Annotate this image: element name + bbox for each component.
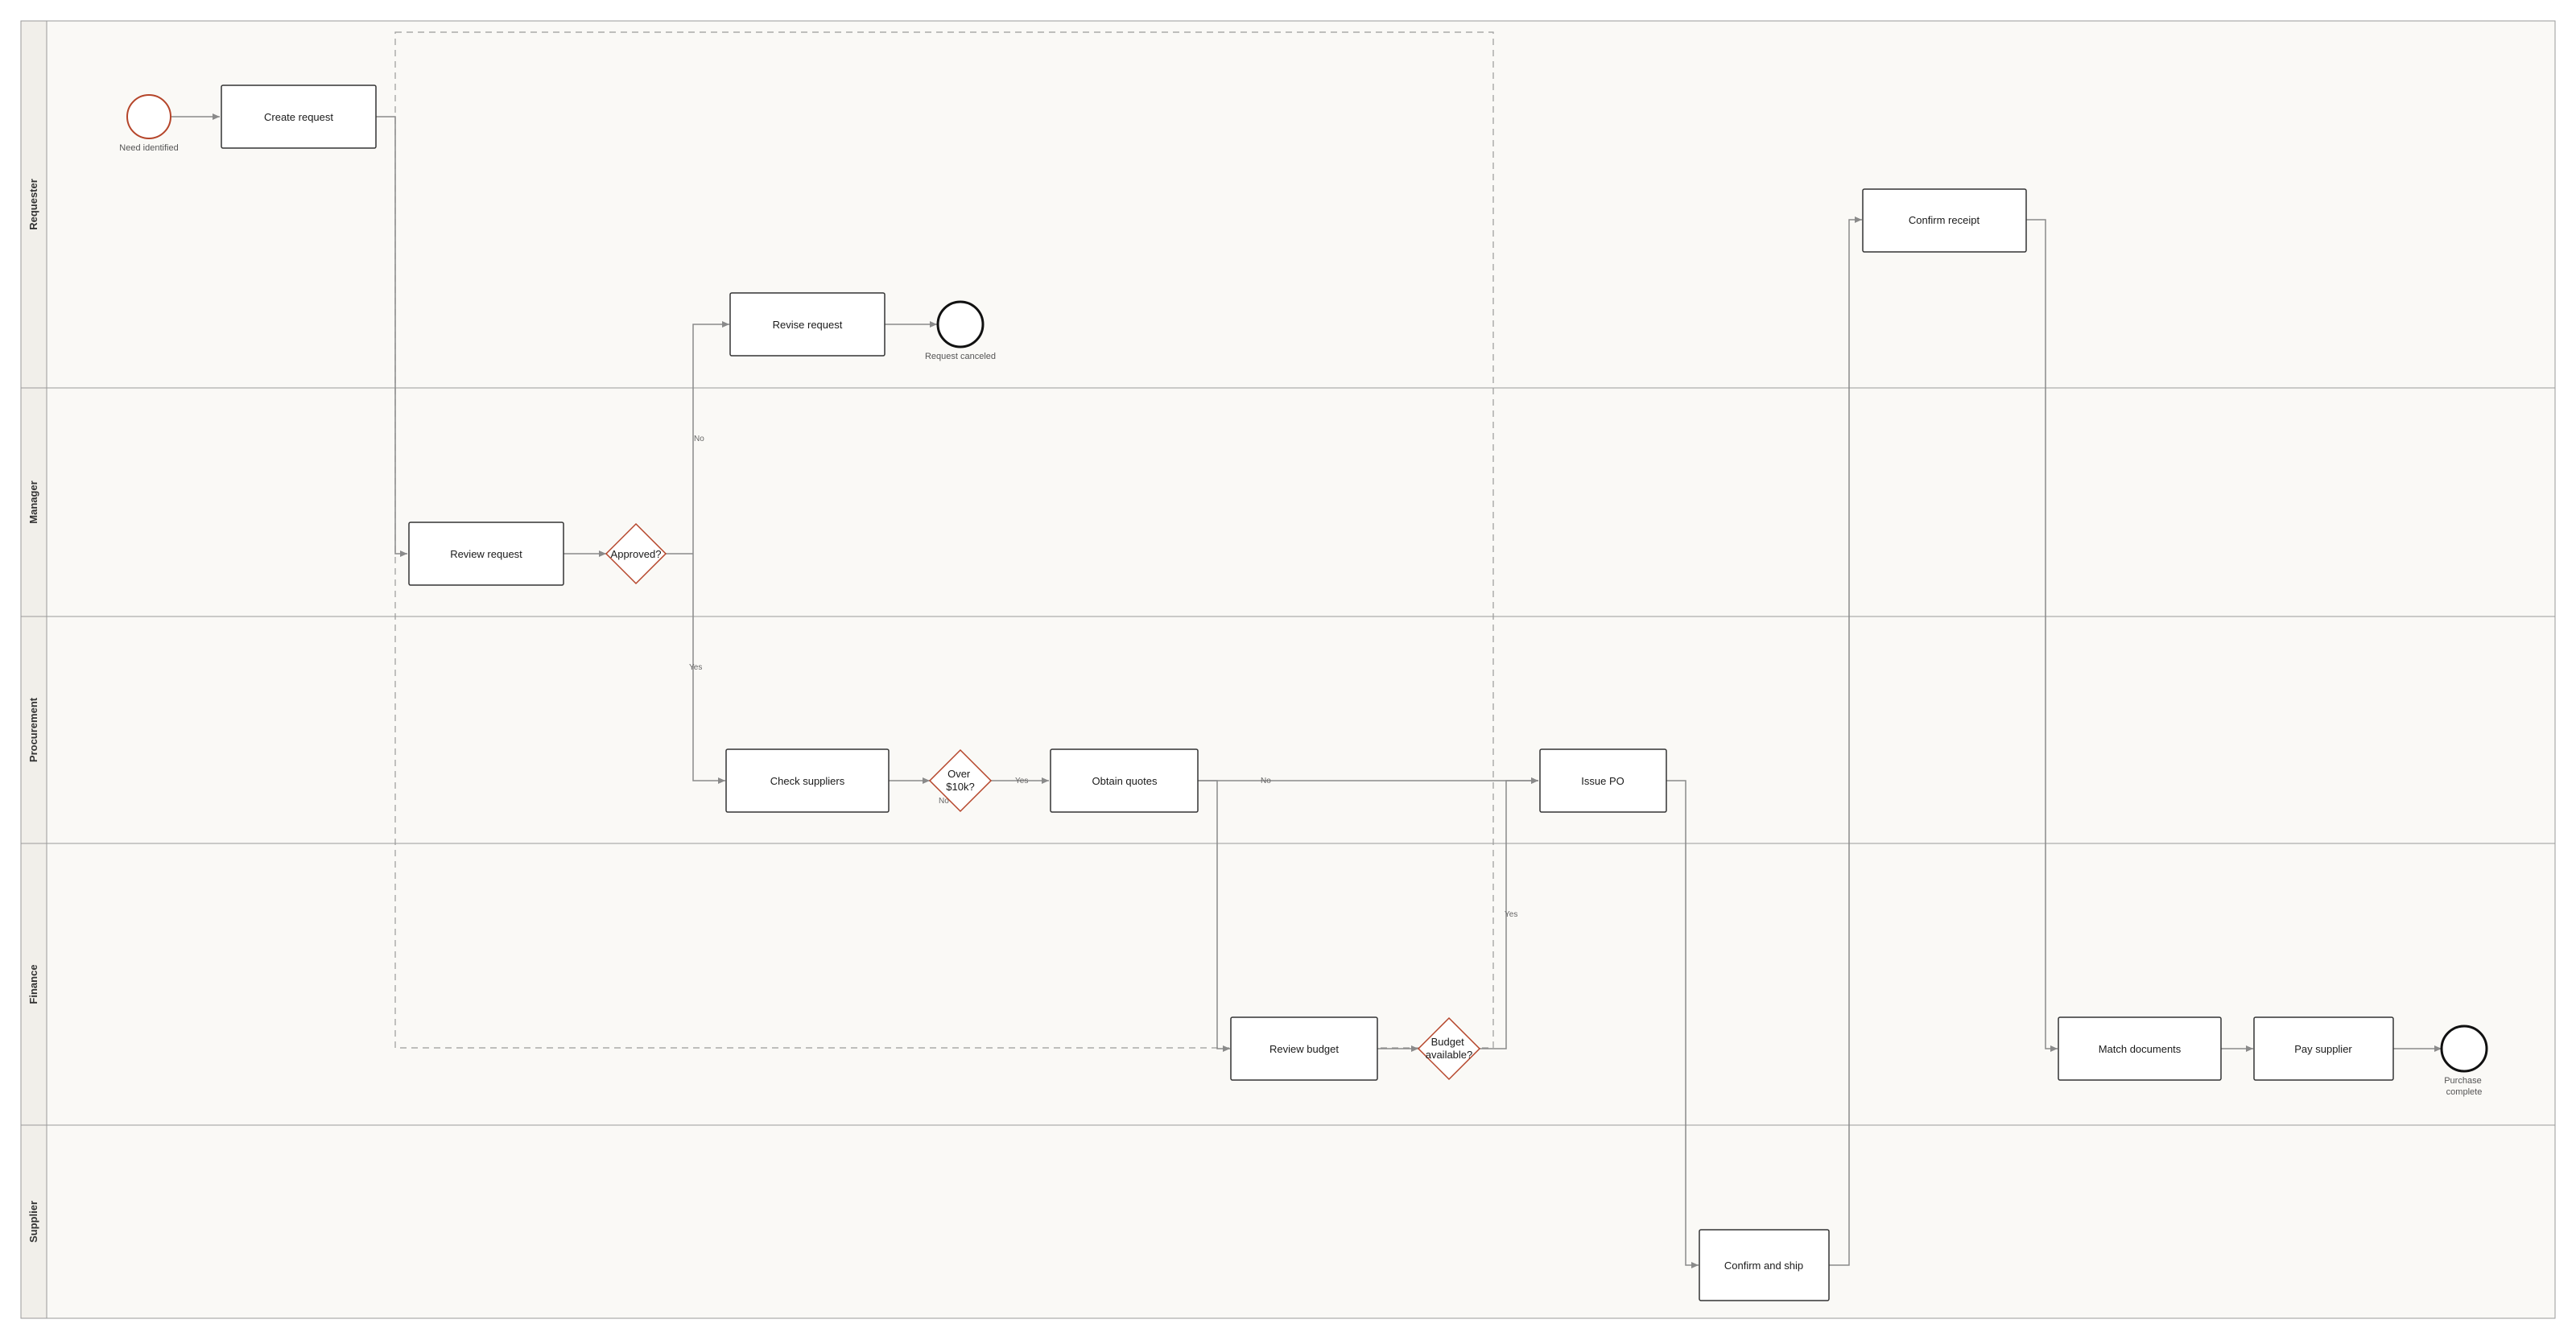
sequence-flows [171, 113, 2442, 1268]
task-review-request-box [408, 522, 564, 586]
lane-manager-body [20, 387, 2556, 617]
task-issue-po-box [1539, 748, 1667, 813]
lane-requester-body [20, 20, 2556, 389]
gateway-budget-available-diamond [1417, 1016, 1481, 1081]
flow-label-approved-no: No [694, 435, 704, 443]
end-event-complete-label: Purchase complete [2444, 1076, 2484, 1097]
flow-quotes-to-review-budget [1198, 780, 1230, 1052]
gateway-over-10k-label: Over $10k? [946, 768, 974, 793]
task-review-request[interactable]: Review request [408, 522, 564, 586]
lane-procurement: Procurement [20, 616, 2556, 844]
flow-receipt-to-match [2026, 219, 2058, 1052]
end-event-complete-label-line2: complete [2446, 1087, 2483, 1097]
start-event-circle [126, 94, 171, 139]
gateway-budget-available-label-line2: available? [1426, 1049, 1473, 1061]
task-match-documents[interactable]: Match documents [2058, 1016, 2222, 1081]
lane-manager: Manager [20, 387, 2556, 617]
lane-finance-label: Finance [27, 964, 39, 1004]
task-revise-request-label: Revise request [773, 319, 843, 331]
gateway-approved-label: Approved? [611, 548, 662, 560]
task-confirm-and-ship-box [1699, 1229, 1830, 1301]
lane-procurement-header [20, 616, 47, 844]
task-issue-po-label: Issue PO [1581, 775, 1624, 787]
end-event-complete-label-line1: Purchase [2444, 1076, 2481, 1086]
lane-manager-header [20, 387, 47, 617]
flow-approved-no-to-revise [692, 321, 729, 554]
task-confirm-receipt-label: Confirm receipt [1909, 214, 1980, 226]
lane-procurement-label: Procurement [27, 697, 39, 762]
lane-requester: Requester [20, 20, 2556, 389]
flow-label-budget-yes: Yes [1505, 910, 1517, 919]
task-check-suppliers[interactable]: Check suppliers [725, 748, 890, 813]
task-check-suppliers-label: Check suppliers [770, 775, 845, 787]
task-pay-supplier-box [2253, 1016, 2394, 1081]
task-issue-po[interactable]: Issue PO [1539, 748, 1667, 813]
flow-issue-po-to-confirm-ship [1666, 780, 1699, 1268]
lane-manager-label: Manager [27, 480, 39, 523]
task-check-suppliers-box [725, 748, 890, 813]
task-confirm-receipt[interactable]: Confirm receipt [1862, 188, 2027, 253]
lane-procurement-body [20, 616, 2556, 844]
task-match-documents-label: Match documents [2099, 1043, 2182, 1055]
gateway-over-10k-label-line2: $10k? [946, 781, 974, 793]
lane-finance: Finance [20, 843, 2556, 1126]
task-obtain-quotes-label: Obtain quotes [1092, 775, 1158, 787]
lane-supplier-header [20, 1124, 47, 1319]
gateway-over-10k-diamond [928, 748, 993, 813]
task-confirm-and-ship-label: Confirm and ship [1724, 1260, 1803, 1272]
end-event-canceled[interactable]: Request canceled [925, 300, 996, 361]
lane-requester-header [20, 20, 47, 389]
gateway-budget-available-label-line1: Budget [1431, 1036, 1465, 1048]
gateway-approved[interactable]: Approved? [605, 522, 667, 585]
lane-finance-body [20, 843, 2556, 1126]
task-review-budget-label: Review budget [1269, 1043, 1339, 1055]
task-review-budget-box [1230, 1016, 1378, 1081]
task-revise-request[interactable]: Revise request [729, 292, 886, 357]
task-revise-request-box [729, 292, 886, 357]
end-event-canceled-label: Request canceled [925, 352, 996, 361]
end-event-canceled-circle [936, 300, 985, 348]
task-confirm-and-ship[interactable]: Confirm and ship [1699, 1229, 1830, 1301]
flow-budget-yes-to-issue-po [1480, 777, 1538, 1049]
end-event-complete[interactable]: Purchase complete [2440, 1025, 2488, 1097]
lane-supplier-label: Supplier [27, 1201, 39, 1243]
flow-approved-yes-to-check [692, 554, 725, 784]
start-event[interactable]: Need identified [119, 94, 179, 153]
flow-create-to-review [376, 116, 407, 557]
task-create-request-label: Create request [264, 111, 333, 123]
task-match-documents-box [2058, 1016, 2222, 1081]
gateway-over-10k[interactable]: Over $10k? [928, 748, 993, 813]
lane-requester-label: Requester [27, 179, 39, 230]
task-pay-supplier[interactable]: Pay supplier [2253, 1016, 2394, 1081]
task-obtain-quotes[interactable]: Obtain quotes [1050, 748, 1199, 813]
lane-supplier: Supplier [20, 1124, 2556, 1319]
task-pay-supplier-label: Pay supplier [2294, 1043, 2352, 1055]
task-review-request-label: Review request [450, 548, 522, 560]
flow-label-over10k-yes: Yes [1015, 777, 1028, 785]
gateway-over-10k-label-line1: Over [947, 768, 971, 780]
flow-label-quotes-no: No [1261, 777, 1271, 785]
task-obtain-quotes-box [1050, 748, 1199, 813]
lane-supplier-body [20, 1124, 2556, 1319]
gateway-budget-available-label: Budget available? [1426, 1036, 1473, 1061]
task-create-request-box [221, 85, 377, 149]
task-review-budget[interactable]: Review budget [1230, 1016, 1378, 1081]
start-event-label: Need identified [119, 143, 178, 153]
gateway-budget-available[interactable]: Budget available? [1417, 1016, 1481, 1081]
flow-label-over10k-no: No [939, 797, 949, 806]
end-event-complete-circle [2440, 1025, 2488, 1073]
task-confirm-receipt-box [1862, 188, 2027, 253]
gateway-approved-diamond [605, 522, 667, 585]
lane-finance-header [20, 843, 47, 1126]
flow-confirm-ship-to-receipt [1829, 216, 1862, 1266]
flow-label-approved-yes: Yes [689, 663, 702, 672]
task-create-request[interactable]: Create request [221, 85, 377, 149]
